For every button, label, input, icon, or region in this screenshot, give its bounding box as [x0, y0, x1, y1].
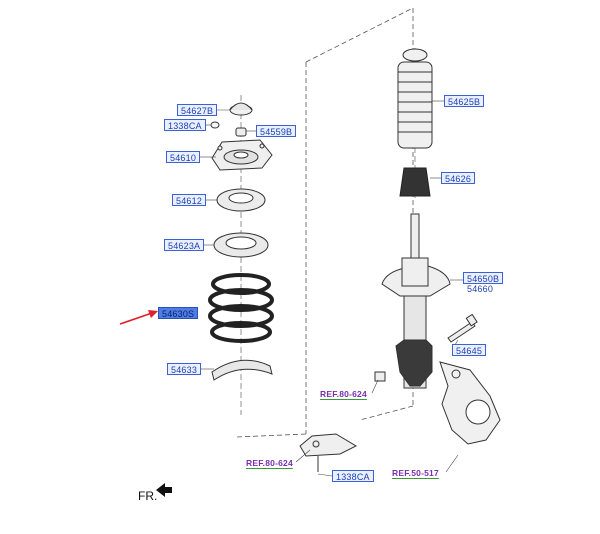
lower-spring-pad-part — [211, 359, 273, 381]
front-direction-arrow-icon — [156, 483, 172, 497]
ref-50-517[interactable]: REF.50-517 — [392, 468, 439, 478]
callout-54633: 54633 — [167, 363, 202, 375]
bolt-part — [447, 313, 478, 343]
nut-part — [374, 371, 386, 382]
callout-1338CA-top: 1338CA — [164, 119, 206, 131]
bearing-part — [216, 188, 266, 212]
dust-cap-part — [229, 102, 253, 116]
nut-part — [210, 121, 220, 129]
dust-boot-part — [397, 48, 433, 149]
callout-54650B: 54650B — [463, 272, 504, 284]
center-axis — [240, 48, 416, 415]
strut-mount-part — [211, 139, 273, 171]
ref-80-624-lower[interactable]: REF.80-624 — [246, 458, 293, 468]
bracket-part — [299, 433, 358, 472]
coil-spring-part — [208, 273, 274, 343]
callout-54627B: 54627B — [177, 104, 218, 116]
steering-knuckle-part — [439, 361, 501, 445]
callout-54660: 54660 — [467, 284, 494, 294]
callout-1338CA-bottom: 1338CA — [332, 470, 374, 482]
callout-54559B: 54559B — [256, 125, 297, 137]
pointer-arrow — [119, 310, 158, 325]
spring-seat-part — [213, 232, 269, 258]
bushing-part — [235, 127, 247, 137]
callout-54623A: 54623A — [164, 239, 205, 251]
callout-54630S: 54630S — [158, 307, 199, 319]
leader-lines — [198, 100, 463, 477]
dashed-projection-outline — [236, 7, 414, 438]
callout-54625B: 54625B — [444, 95, 485, 107]
callout-54610: 54610 — [166, 151, 201, 163]
callout-54645: 54645 — [452, 344, 487, 356]
callout-54612: 54612 — [172, 194, 207, 206]
callout-54626: 54626 — [441, 172, 476, 184]
ref-80-624-upper[interactable]: REF.80-624 — [320, 389, 367, 399]
bump-stopper-part — [399, 167, 431, 197]
strut-assembly-part — [381, 213, 451, 389]
front-direction-label: FR. — [138, 489, 158, 503]
